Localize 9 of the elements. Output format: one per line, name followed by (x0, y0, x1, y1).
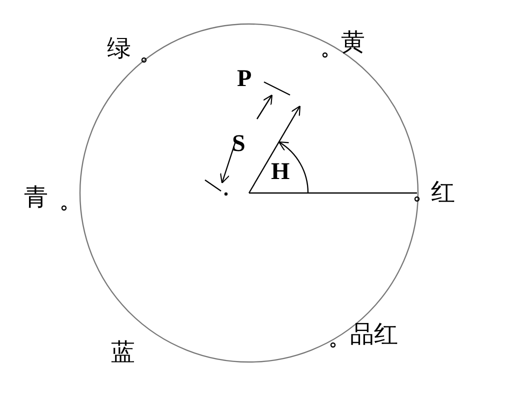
color-label: 黄 (341, 30, 365, 56)
axis-label: H (271, 159, 290, 185)
color-label: 红 (431, 180, 455, 206)
color-label: 品红 (350, 322, 398, 348)
axis-label: P (237, 66, 252, 92)
color-label: 绿 (107, 36, 131, 62)
color-label: 蓝 (111, 340, 135, 366)
color-label: 青 (24, 185, 48, 211)
axis-label: S (232, 131, 246, 157)
